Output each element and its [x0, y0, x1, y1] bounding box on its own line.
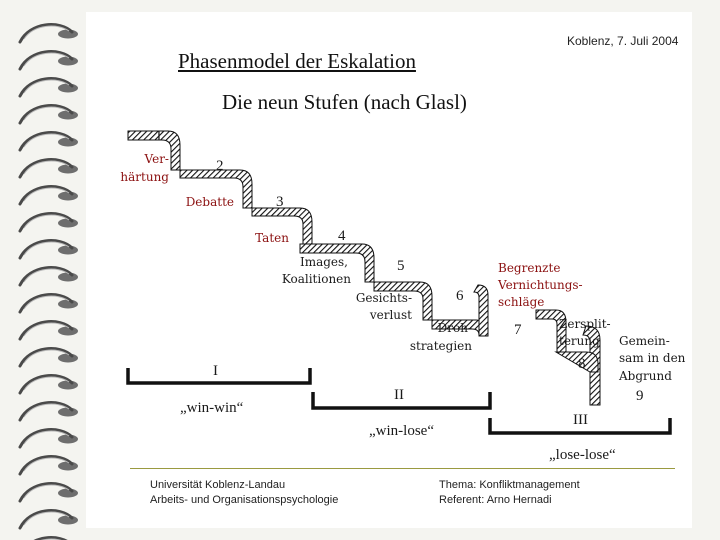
stage-label-6-line2: strategien: [410, 339, 472, 353]
spiral-ring: [33, 536, 68, 540]
spiral-ring: [18, 401, 78, 422]
step-4: [299, 243, 375, 283]
date-text: Koblenz, 7. Juli 2004: [567, 34, 679, 48]
spiral-ring: [18, 455, 78, 476]
stage-number-5: 5: [397, 258, 405, 274]
footer-speaker: Referent: Arno Hernadi: [439, 494, 552, 506]
stage-label-1-line1: Ver-: [144, 152, 169, 166]
step-1: [127, 130, 181, 171]
step-7: [473, 284, 489, 337]
stage-label-7-line3: schläge: [498, 295, 544, 309]
spiral-ring: [18, 50, 78, 71]
phase-label-2: „win-lose“: [369, 423, 434, 439]
footer-department: Arbeits- und Organisationspsychologie: [150, 494, 339, 506]
stage-label-1-line2: härtung: [120, 170, 169, 184]
phase-roman-3: III: [573, 412, 588, 428]
footer-divider: [130, 468, 675, 469]
stage-number-6: 6: [456, 288, 464, 304]
stage-label-9-line2: sam in den: [619, 351, 686, 365]
stage-label-4-line2: Koalitionen: [282, 272, 351, 286]
spiral-ring: [18, 374, 78, 395]
stage-number-3: 3: [276, 194, 284, 210]
spiral-binding: [18, 23, 78, 540]
stage-label-6-line1: Droh-: [438, 321, 472, 335]
stage-number-9: 9: [636, 388, 644, 404]
spiral-ring: [18, 266, 78, 287]
footer-university: Universität Koblenz-Landau: [150, 479, 286, 491]
spiral-ring: [18, 77, 78, 98]
slide-page: [86, 12, 692, 528]
phase-roman-2: II: [394, 387, 404, 403]
spiral-ring: [18, 131, 78, 152]
spiral-ring: [18, 482, 78, 503]
spiral-ring: [18, 347, 78, 368]
stage-number-8: 8: [578, 356, 586, 372]
spiral-ring: [18, 509, 78, 530]
phase-roman-1: I: [213, 363, 218, 379]
spiral-ring: [18, 158, 78, 179]
stage-label-3: Taten: [255, 231, 289, 245]
spiral-ring: [18, 428, 78, 449]
footer-right: Thema: Konfliktmanagement Referent: Arno…: [439, 478, 580, 508]
phase-bracket-1: [126, 368, 312, 385]
spiral-ring: [18, 104, 78, 125]
stage-label-7-line2: Vernichtungs-: [497, 278, 583, 292]
stage-label-5-line2: verlust: [369, 308, 412, 322]
slide-subtitle: Die neun Stufen (nach Glasl): [222, 90, 467, 114]
step-2: [179, 169, 253, 209]
footer-left: Universität Koblenz-Landau Arbeits- und …: [150, 478, 338, 508]
spiral-ring: [18, 239, 78, 260]
slide-title: Phasenmodel der Eskalation: [178, 49, 416, 73]
stage-number-4: 4: [338, 228, 346, 244]
stage-label-2: Debatte: [186, 195, 234, 209]
phase-label-1: „win-win“: [180, 400, 244, 416]
stage-number-2: 2: [216, 158, 224, 174]
stage-label-9-line3: Abgrund: [618, 369, 672, 383]
stage-number-7: 7: [514, 322, 522, 338]
stage-label-8-line1: Zersplit-: [559, 317, 611, 331]
spiral-ring: [18, 212, 78, 233]
spiral-ring: [18, 185, 78, 206]
phase-bracket-3: [488, 418, 672, 435]
spiral-ring: [18, 293, 78, 314]
stage-label-7-line1: Begrenzte: [498, 261, 560, 275]
footer-topic: Thema: Konfliktmanagement: [439, 479, 580, 491]
step-5: [373, 281, 433, 321]
phase-bracket-2: [311, 392, 492, 410]
stage-label-8-line2: terung: [559, 334, 600, 348]
stage-number-1: 1: [155, 128, 163, 144]
stage-label-9-line1: Gemein-: [619, 334, 670, 348]
stage-label-4-line1: Images,: [300, 255, 348, 269]
step-10: [554, 351, 599, 373]
spiral-ring: [18, 23, 78, 44]
stage-label-5-line1: Gesichts-: [356, 291, 412, 305]
spiral-ring: [18, 320, 78, 341]
phase-label-3: „lose-lose“: [549, 447, 616, 463]
